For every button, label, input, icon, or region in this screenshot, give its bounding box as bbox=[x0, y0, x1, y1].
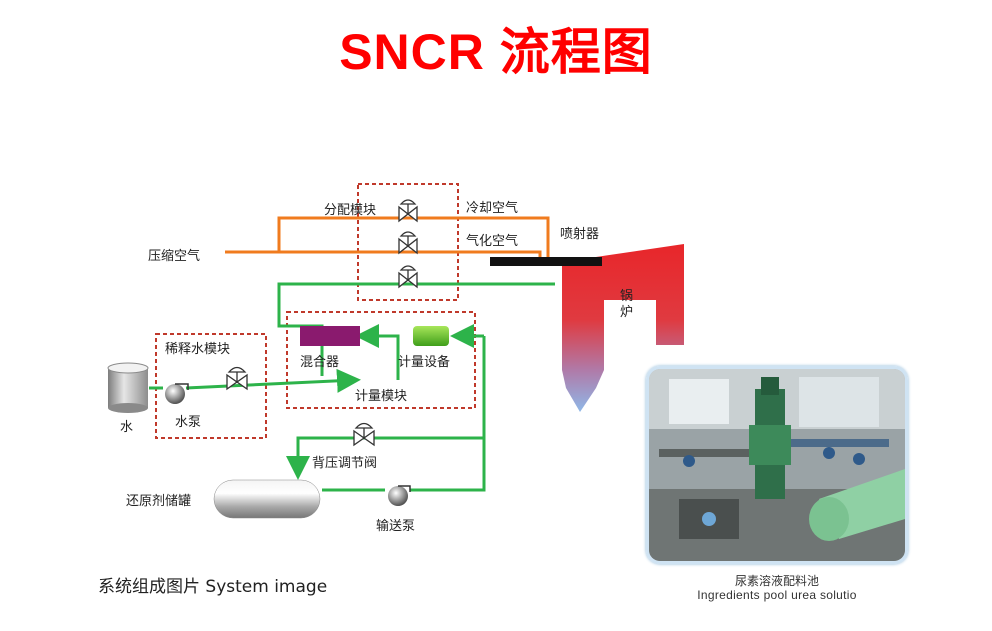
label-water: 水 bbox=[120, 420, 133, 435]
label-compressed-air: 压缩空气 bbox=[148, 248, 200, 264]
label-metering-device: 计量设备 bbox=[398, 354, 450, 370]
dilution-module-box bbox=[155, 333, 267, 439]
transfer-pump bbox=[388, 485, 411, 506]
distribution-valve-2 bbox=[398, 231, 418, 255]
system-image-caption: 系统组成图片 System image bbox=[98, 577, 328, 597]
label-back-pressure-valve: 背压调节阀 bbox=[312, 456, 377, 471]
label-metering-module: 计量模块 bbox=[355, 389, 407, 404]
dilution-valve bbox=[226, 366, 248, 391]
label-distribution-module: 分配模块 bbox=[324, 203, 376, 218]
distribution-module-box bbox=[357, 183, 459, 301]
liquid-lines bbox=[149, 282, 555, 492]
label-boiler-char1: 锅 bbox=[620, 288, 633, 304]
label-reductant-tank: 还原剂储罐 bbox=[126, 494, 191, 509]
label-transfer-pump: 输送泵 bbox=[376, 518, 415, 534]
boiler-shape bbox=[562, 244, 684, 412]
photo-illustration bbox=[649, 369, 905, 561]
distribution-valve-1 bbox=[398, 199, 418, 223]
label-cooling-air: 冷却空气 bbox=[466, 200, 518, 216]
page-title: SNCR 流程图 bbox=[339, 24, 653, 80]
reductant-tank bbox=[213, 479, 321, 519]
photo-caption-cn: 尿素溶液配料池 bbox=[734, 574, 819, 588]
label-boiler: 锅 炉 bbox=[620, 288, 637, 320]
water-tank bbox=[107, 362, 149, 413]
metering-module-box bbox=[286, 311, 476, 409]
label-mixer: 混合器 bbox=[300, 355, 339, 370]
urea-pool-photo bbox=[646, 366, 908, 564]
water-pump bbox=[165, 383, 189, 404]
label-dilution-module: 稀释水模块 bbox=[165, 342, 230, 357]
photo-caption-en: Ingredients pool urea solutio bbox=[697, 588, 857, 602]
label-boiler-char2: 炉 bbox=[620, 305, 633, 320]
label-injector: 喷射器 bbox=[560, 226, 599, 242]
mixer-block bbox=[300, 326, 360, 346]
distribution-valve-3 bbox=[398, 265, 418, 289]
label-water-pump: 水泵 bbox=[175, 415, 201, 430]
injector-bar bbox=[490, 257, 602, 266]
metering-device-block bbox=[413, 326, 449, 346]
label-atomizing-air: 气化空气 bbox=[466, 233, 518, 249]
back-pressure-valve bbox=[353, 422, 375, 447]
